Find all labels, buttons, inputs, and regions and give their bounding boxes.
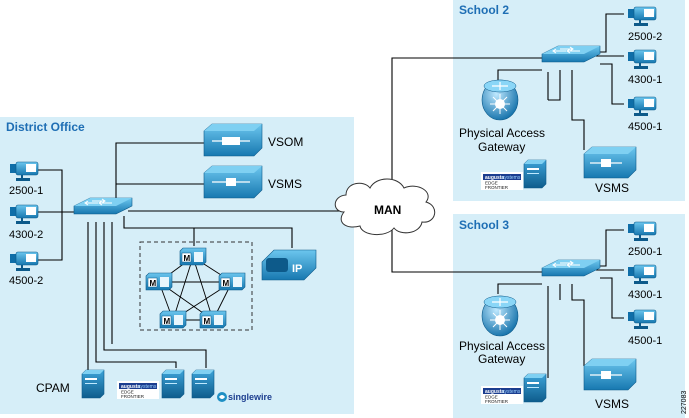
school3-edge-frontier-server-icon xyxy=(523,373,547,403)
edge-frontier-server-icon xyxy=(161,369,185,399)
school3-edge-frontier-logo: augusta systems EDGE FRONTIER xyxy=(481,386,523,404)
mcu-cluster-box xyxy=(139,241,253,331)
svg-text:singlewire: singlewire xyxy=(228,392,272,402)
man-cloud-icon xyxy=(334,178,436,235)
figure-number: 227083 xyxy=(681,391,688,414)
camera-4300-2-label: 4300-2 xyxy=(9,229,43,241)
school3-access-gateway-label-2: Gateway xyxy=(478,352,525,366)
school3-vsms-label: VSMS xyxy=(595,397,629,411)
svg-text:EDGE: EDGE xyxy=(485,181,498,186)
edge-frontier-logo: augusta systems EDGE FRONTIER xyxy=(117,381,159,399)
camera-2500-1-label: 2500-1 xyxy=(9,185,43,197)
svg-text:systems: systems xyxy=(502,175,521,181)
school3-access-gateway-icon xyxy=(481,295,519,337)
school2-camera-2500-2-label: 2500-2 xyxy=(628,31,662,43)
svg-text:M: M xyxy=(223,279,230,288)
school2-vsms-label: VSMS xyxy=(595,181,629,195)
ip-phone-icon: IP xyxy=(261,249,317,281)
school2-vsms-server-icon xyxy=(583,146,637,179)
district-office-title: District Office xyxy=(6,120,85,134)
school3-camera-2500-1-label: 2500-1 xyxy=(628,246,662,258)
cpam-server-icon xyxy=(81,369,105,399)
mcu-bottom-left-icon: M xyxy=(159,310,187,329)
school3-title: School 3 xyxy=(459,218,509,232)
svg-text:EDGE: EDGE xyxy=(121,390,134,395)
svg-text:M: M xyxy=(150,279,157,288)
singlewire-server-icon xyxy=(191,369,215,399)
svg-text:M: M xyxy=(164,317,171,326)
svg-text:systems: systems xyxy=(502,389,521,395)
svg-text:augusta: augusta xyxy=(485,175,504,181)
cpam-label: CPAM xyxy=(36,381,70,395)
school2-edge-frontier-logo: augusta systems EDGE FRONTIER xyxy=(481,172,523,190)
vsms-server-icon xyxy=(203,165,263,199)
school3-camera-4300-1-label: 4300-1 xyxy=(628,289,662,301)
mcu-bottom-right-icon: M xyxy=(199,310,227,329)
svg-text:M: M xyxy=(204,317,211,326)
svg-text:systems: systems xyxy=(138,384,157,390)
man-label: MAN xyxy=(374,203,401,217)
mcu-top-icon: M xyxy=(179,247,207,266)
school2-access-gateway-label-1: Physical Access xyxy=(459,126,545,140)
svg-text:augusta: augusta xyxy=(485,389,504,395)
vsms-label: VSMS xyxy=(268,177,302,191)
school3-camera-4500-1-label: 4500-1 xyxy=(628,335,662,347)
svg-text:FRONTIER: FRONTIER xyxy=(485,185,509,190)
school2-access-gateway-label-2: Gateway xyxy=(478,140,525,154)
svg-text:FRONTIER: FRONTIER xyxy=(121,394,145,399)
camera-4500-2-label: 4500-2 xyxy=(9,275,43,287)
school3-access-gateway-label-1: Physical Access xyxy=(459,339,545,353)
school2-access-gateway-icon xyxy=(481,79,519,121)
singlewire-logo: singlewire xyxy=(217,392,272,402)
vsom-label: VSOM xyxy=(268,135,303,149)
school2-edge-frontier-server-icon xyxy=(523,159,547,189)
svg-text:M: M xyxy=(184,254,191,263)
svg-text:FRONTIER: FRONTIER xyxy=(485,399,509,404)
svg-text:IP: IP xyxy=(292,263,302,275)
school3-vsms-server-icon xyxy=(583,358,637,391)
vsom-server-icon xyxy=(203,123,263,157)
school2-title: School 2 xyxy=(459,3,509,17)
mcu-right-icon: M xyxy=(218,272,246,291)
school2-camera-4500-1-label: 4500-1 xyxy=(628,121,662,133)
svg-text:EDGE: EDGE xyxy=(485,395,498,400)
mcu-left-icon: M xyxy=(145,272,173,291)
school2-camera-4300-1-label: 4300-1 xyxy=(628,74,662,86)
svg-text:augusta: augusta xyxy=(121,384,140,390)
